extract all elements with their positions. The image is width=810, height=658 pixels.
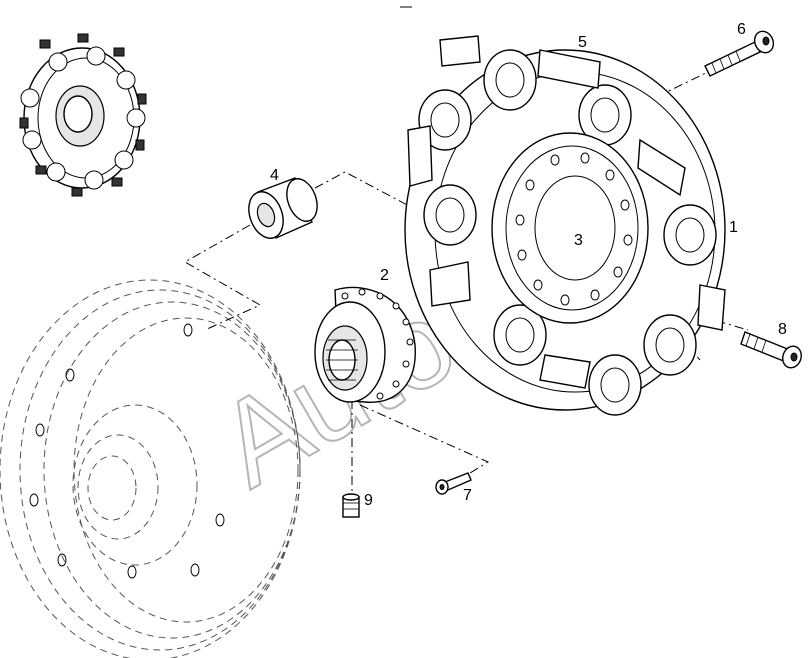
callout-1: 1 (729, 219, 738, 236)
callout-3: 3 (574, 232, 583, 249)
part-7-screw (435, 472, 472, 495)
callout-6: 6 (737, 21, 746, 38)
part-6-bolt (704, 30, 775, 77)
part-4-bushing (248, 177, 318, 239)
callout-7: 7 (463, 487, 472, 504)
callout-2: 2 (380, 267, 389, 284)
hub-bolt-holes (341, 288, 414, 400)
flange-bolt-holes (515, 152, 633, 306)
flywheel (0, 279, 301, 658)
callout-8: 8 (778, 321, 787, 338)
elastic-element-rubber-blocks (418, 49, 717, 416)
callout-5: 5 (578, 34, 587, 51)
part-3-flange (491, 132, 649, 324)
part-2-splined-hub (314, 286, 416, 403)
callout-4: 4 (270, 167, 279, 184)
callout-9: 9 (364, 492, 373, 509)
flywheel-bolt-holes (29, 323, 225, 579)
assembled-coupling-thumbnail (19, 33, 147, 197)
part-9-set-screw (342, 493, 360, 518)
part-8-bolt (740, 331, 802, 369)
elastic-element-metal-shoes (407, 35, 726, 389)
